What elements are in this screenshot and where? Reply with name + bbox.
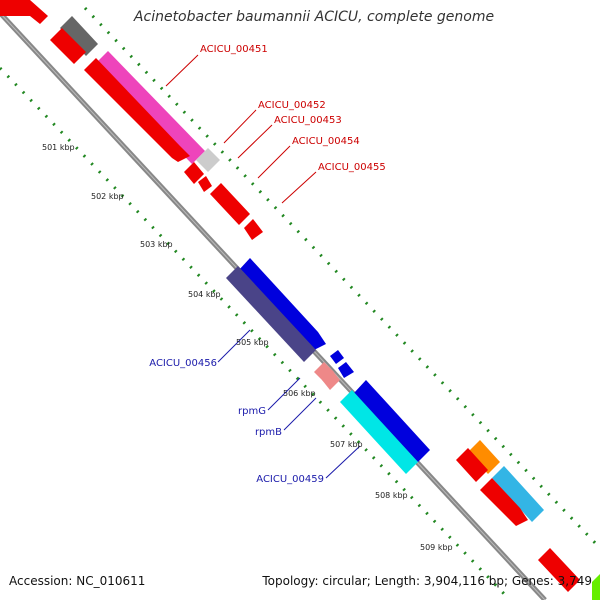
- label-acicu-00456[interactable]: ACICU_00456: [149, 358, 217, 369]
- gene-blue-forward-3[interactable]: [338, 362, 354, 378]
- gene-acicu-00455[interactable]: [244, 219, 263, 240]
- gene-red-right-1[interactable]: [456, 448, 488, 482]
- map-title: Acinetobacter baumannii ACICU, complete …: [133, 9, 495, 25]
- gene-blue-forward-4[interactable]: [354, 380, 430, 462]
- gene-blue-forward-1[interactable]: [238, 258, 326, 350]
- gene-green-edge[interactable]: [592, 574, 600, 600]
- gene-acicu-00454[interactable]: [184, 162, 204, 184]
- gene-gray-top[interactable]: [60, 16, 98, 56]
- topology-text: Topology: circular; Length: 3,904,116 bp…: [262, 574, 592, 588]
- label-rpmb[interactable]: rpmB: [255, 427, 282, 438]
- gene-acicu-00456[interactable]: [226, 266, 316, 362]
- gene-acicu-00459[interactable]: [340, 390, 418, 474]
- tick-label: 502 kbp: [91, 192, 124, 201]
- tick-label: 507 kbp: [330, 440, 363, 449]
- gene-acicu-00452[interactable]: [196, 148, 220, 172]
- leader-acicu-00451: [165, 54, 199, 87]
- tick-label: 501 kbp: [42, 143, 75, 152]
- gene-sky-blue[interactable]: [492, 466, 544, 522]
- gene-red-inner-top[interactable]: [50, 28, 86, 64]
- label-acicu-00453[interactable]: ACICU_00453: [274, 115, 342, 126]
- leader-acicu-00454: [257, 145, 291, 179]
- tick-label: 504 kbp: [188, 290, 221, 299]
- gene-red-inner-long[interactable]: [84, 58, 190, 162]
- tick-label: 509 kbp: [420, 543, 453, 552]
- gene-orange[interactable]: [468, 440, 500, 474]
- gene-blue-forward-2[interactable]: [330, 350, 344, 364]
- gene-red-far-right-1[interactable]: [538, 548, 580, 592]
- gene-acicu-00451[interactable]: [95, 51, 205, 164]
- tick-track-outer: [83, 6, 600, 550]
- gene-top-red-outer[interactable]: [0, 0, 48, 24]
- tick-label: 508 kbp: [375, 491, 408, 500]
- tick-label: 505 kbp: [236, 338, 269, 347]
- gene-labels: ACICU_00451 ACICU_00452 ACICU_00453 ACIC…: [149, 44, 385, 485]
- accession-text: Accession: NC_010611: [9, 574, 146, 588]
- leader-acicu-00452: [223, 109, 257, 144]
- tick-label: 506 kbp: [283, 389, 316, 398]
- label-acicu-00454[interactable]: ACICU_00454: [292, 136, 360, 147]
- gene-acicu-00453[interactable]: [210, 183, 250, 225]
- label-acicu-00452[interactable]: ACICU_00452: [258, 100, 326, 111]
- label-acicu-00451[interactable]: ACICU_00451: [200, 44, 268, 55]
- tick-label: 503 kbp: [140, 240, 173, 249]
- gene-rpmb[interactable]: [322, 370, 340, 390]
- label-acicu-00455[interactable]: ACICU_00455: [318, 162, 386, 173]
- tick-track-inner: [0, 66, 512, 600]
- label-acicu-00459[interactable]: ACICU_00459: [256, 474, 324, 485]
- leader-acicu-00455: [281, 171, 317, 204]
- gene-red-right-2[interactable]: [480, 478, 528, 526]
- tick-labels: 501 kbp 502 kbp 503 kbp 504 kbp 505 kbp …: [42, 143, 453, 552]
- leader-acicu-00456: [217, 329, 251, 363]
- leader-acicu-00459: [325, 445, 361, 479]
- leader-acicu-00453: [237, 124, 273, 159]
- label-rpmg[interactable]: rpmG: [238, 406, 266, 417]
- leader-rpmg: [267, 377, 301, 411]
- gene-red-small-2[interactable]: [198, 176, 212, 192]
- leader-rpmb: [283, 397, 317, 431]
